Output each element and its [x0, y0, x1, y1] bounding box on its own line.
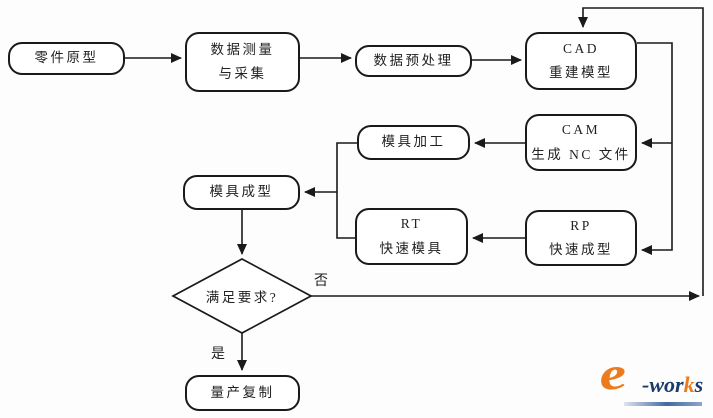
node-part-prototype: 零件原型: [8, 42, 125, 75]
edge-label-yes: 是: [211, 347, 226, 362]
eworks-logo-text-k: k: [683, 372, 695, 397]
eworks-logo-e-swoosh: e: [595, 347, 630, 400]
node-label: 量产复制: [210, 384, 275, 400]
node-label: 满足要求?: [205, 290, 279, 305]
node-data-preprocess: 数据预处理: [355, 45, 472, 77]
node-label: 数据预处理: [373, 52, 454, 68]
node-label-line2: 生成 NC 文件: [531, 146, 631, 162]
node-label-line1: CAM: [561, 122, 601, 138]
node-data-acquisition: 数据测量 与采集: [185, 32, 300, 92]
eworks-logo-text-s: s: [694, 372, 704, 397]
node-label: 零件原型: [34, 50, 99, 66]
edge-cad-to-rp: [637, 42, 673, 255]
node-rp-rapid-prototyping: RP 快速成型: [525, 210, 637, 266]
node-label-line1: CAD: [562, 40, 599, 56]
node-label-line1: RP: [570, 217, 592, 233]
node-label-line2: 快速成型: [549, 242, 613, 257]
node-label-line1: RT: [400, 216, 423, 232]
node-label-line2: 重建模型: [549, 65, 613, 80]
node-mold-machining: 模具加工: [357, 125, 470, 160]
edge-no-feedback-to-cad: [578, 7, 704, 296]
node-label: 模具加工: [381, 134, 446, 150]
edge-merge-machining-rt: [336, 142, 357, 239]
node-label-line2: 与采集: [218, 66, 267, 81]
node-decision-meets-requirements: 满足要求?: [180, 285, 304, 307]
node-label: 模具成型: [209, 184, 274, 200]
node-mold-forming: 模具成型: [183, 175, 300, 210]
node-cad-rebuild: CAD 重建模型: [525, 32, 637, 90]
decision-diamond-shape: [171, 258, 313, 334]
eworks-logo: e -works: [595, 347, 712, 410]
node-cam-nc-file: CAM 生成 NC 文件: [525, 114, 637, 171]
edge-label-no: 否: [314, 274, 329, 289]
node-rt-rapid-tooling: RT 快速模具: [355, 208, 468, 265]
node-label-line1: 数据测量: [210, 41, 275, 57]
node-label-line2: 快速模具: [379, 240, 444, 256]
eworks-logo-text: -works: [642, 374, 703, 396]
node-mass-production: 量产复制: [185, 375, 300, 411]
eworks-logo-underline-bar: [624, 402, 702, 406]
eworks-logo-text-wor: -wor: [642, 372, 684, 397]
